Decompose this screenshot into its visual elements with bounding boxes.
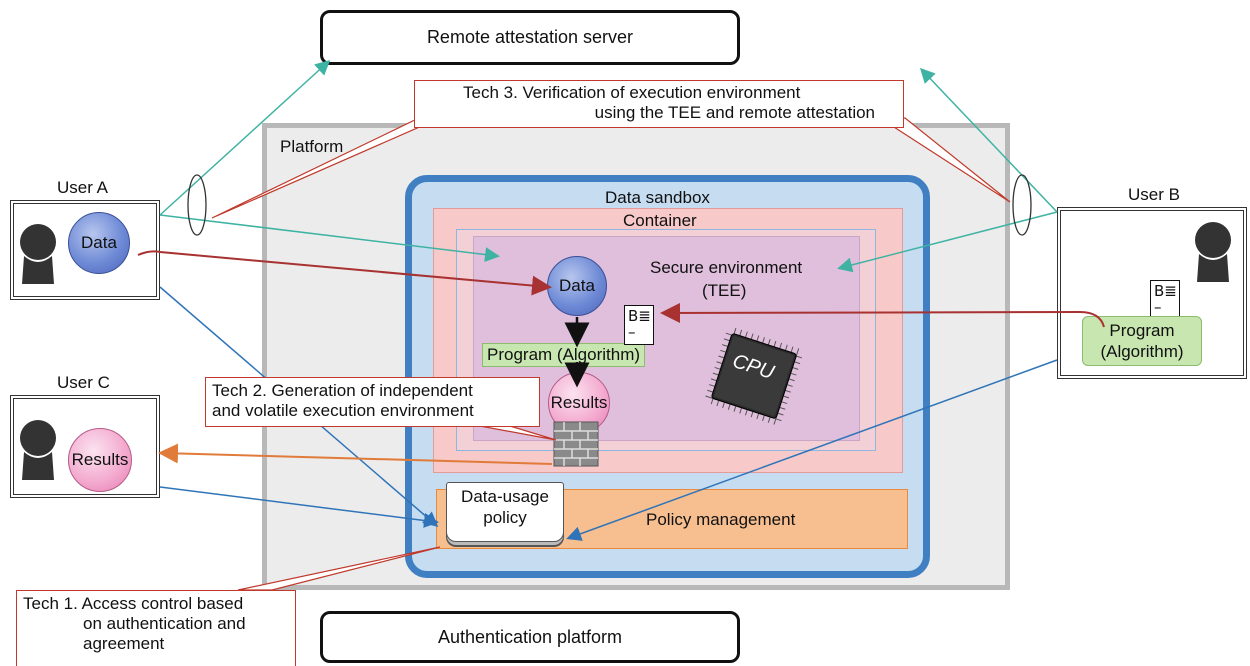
tech3-callout: Tech 3. Verification of execution enviro…: [414, 80, 904, 128]
policy-management-label: Policy management: [646, 510, 796, 529]
tech3-callout-line1: Tech 3. Verification of execution enviro…: [463, 83, 801, 102]
teal-arrow-user-a-to-server: [159, 59, 331, 216]
remote-attestation-server-label: Remote attestation server: [426, 27, 634, 47]
tech2-callout-pointer: [479, 425, 557, 441]
tech2-callout: Tech 2. Generation of independent and vo…: [205, 377, 540, 427]
cpu-chip-icon: [705, 327, 803, 425]
user-b-program-line2: (Algorithm): [1100, 342, 1184, 361]
tech1-callout-line3: agreement: [83, 634, 165, 653]
tech1-callout-line2: on authentication and: [83, 614, 246, 633]
tech3-callout-pointer-left: [211, 117, 441, 219]
sandbox-data-circle: Data: [547, 256, 607, 316]
tee-label-line2: (TEE): [702, 281, 747, 300]
blue-arrow-user-b-to-policy: [566, 359, 1058, 541]
red-arrow-program-to-sandbox: [660, 302, 1105, 328]
authentication-platform: Authentication platform: [320, 611, 740, 663]
data-sandbox-label: Data sandbox: [605, 188, 710, 207]
user-c-results-label: Results: [71, 450, 129, 469]
orange-arrow-results-to-user-c: [158, 443, 553, 465]
user-c-label: User C: [57, 373, 110, 392]
user-b-program-line1: Program: [1109, 321, 1175, 340]
tech1-callout-line1: Tech 1. Access control based: [23, 594, 244, 613]
user-b-attestation-ellipse: [1012, 174, 1032, 236]
user-c-person-icon: [20, 420, 56, 480]
user-a-person-icon: [20, 224, 56, 284]
red-arrow-data-to-sandbox: [137, 250, 552, 296]
blue-arrow-user-c-to-policy: [159, 486, 439, 528]
sandbox-program-label: Program (Algorithm): [482, 343, 646, 367]
user-c-results-circle: Results: [68, 428, 132, 492]
user-a-data-label: Data: [81, 233, 117, 252]
teal-arrow-user-b-to-server: [919, 67, 1058, 213]
user-b-person-icon: [1195, 222, 1231, 282]
data-usage-policy-line2: policy: [483, 508, 527, 527]
user-b-program-box: Program (Algorithm): [1082, 316, 1202, 366]
tech2-callout-line2: and volatile execution environment: [212, 401, 474, 420]
tech1-callout-pointer: [237, 546, 441, 591]
tech1-callout: Tech 1. Access control based on authenti…: [16, 590, 296, 666]
sandbox-results-label: Results: [550, 393, 608, 412]
firewall-icon: [553, 421, 599, 467]
user-a-label: User A: [57, 178, 109, 197]
teal-arrow-user-a-to-tee: [159, 214, 500, 262]
user-a-data-circle: Data: [68, 212, 130, 274]
tech3-callout-pointer-right: [877, 117, 1011, 203]
tech3-callout-line2: using the TEE and remote attestation: [594, 103, 875, 122]
sandbox-program-document-icon: B≣ –: [624, 305, 654, 345]
tee-label-line1: Secure environment: [650, 258, 803, 277]
sandbox-data-label: Data: [559, 276, 595, 295]
data-usage-policy-document: Data-usage policy: [446, 482, 564, 542]
teal-arrow-user-b-to-tee: [837, 211, 1058, 273]
user-a-attestation-ellipse: [187, 174, 207, 236]
container-label: Container: [623, 211, 697, 230]
remote-attestation-server: Remote attestation server: [320, 10, 740, 65]
platform-label: Platform: [280, 137, 344, 156]
tech2-callout-line1: Tech 2. Generation of independent: [212, 381, 473, 400]
authentication-platform-label: Authentication platform: [437, 626, 623, 647]
data-usage-policy-line1: Data-usage: [461, 487, 549, 506]
user-b-label: User B: [1128, 185, 1180, 204]
